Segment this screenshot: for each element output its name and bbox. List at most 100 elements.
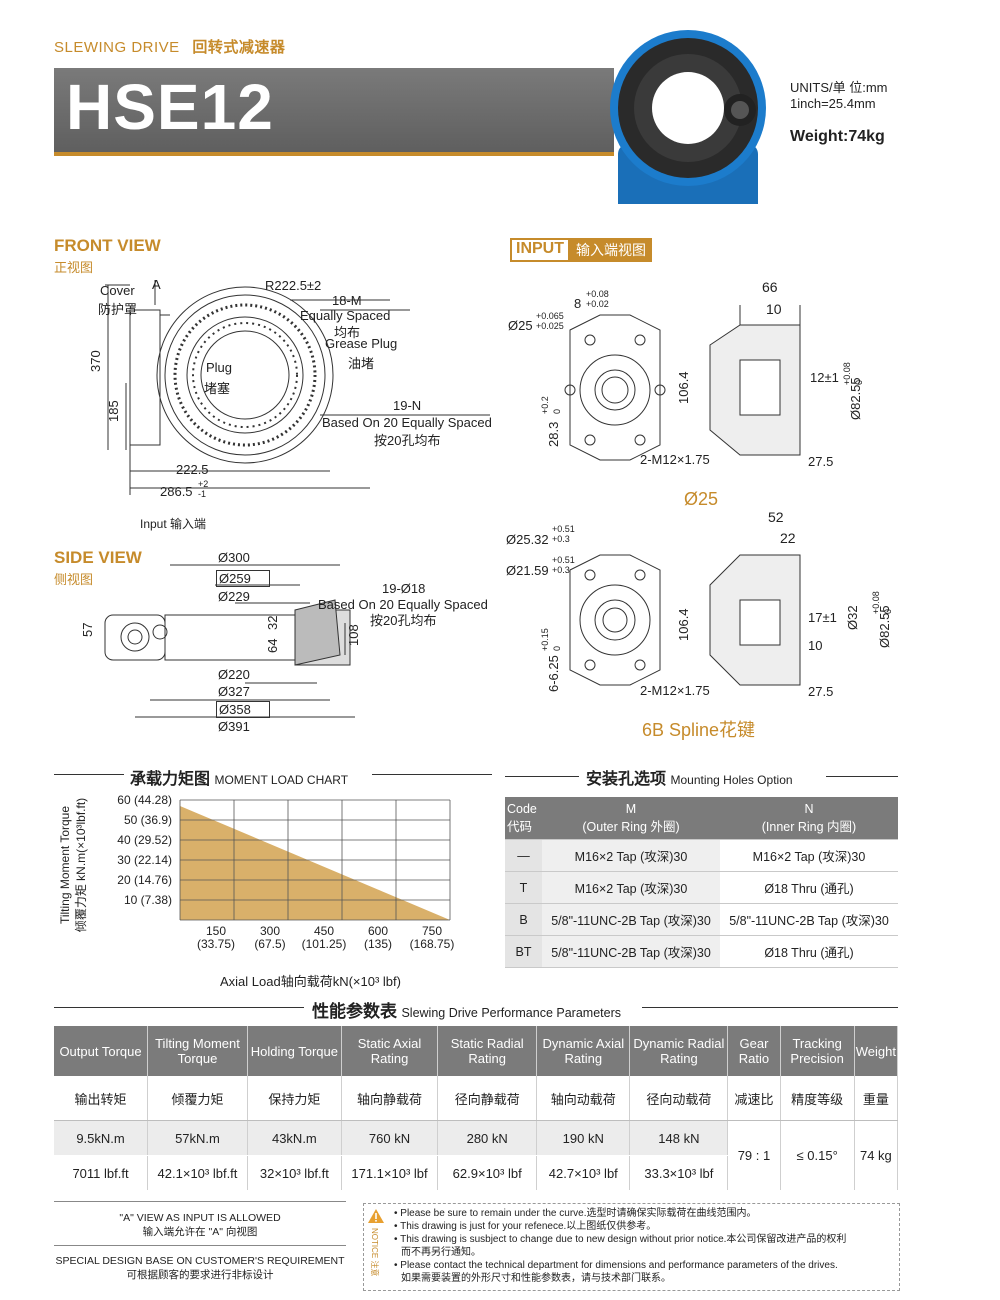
holes-n: Ø18 Thru (通孔) (720, 935, 898, 968)
holes-m: 5/8"-11UNC-2B Tap (攻深)30 (542, 935, 720, 968)
in-lower-dim-d25-32: Ø25.32 (506, 532, 549, 547)
chart-xlabel: Axial Load轴向载荷kN(×10³ lbf) (220, 974, 401, 989)
dim-185: 185 (106, 400, 121, 422)
dim-d327: Ø327 (218, 684, 250, 699)
in-lower-dim-17: 17±1 (808, 610, 837, 625)
perf-col-header: Static Radial Rating (437, 1026, 538, 1076)
footer-special: SPECIAL DESIGN BASE ON CUSTOMER'S REQUIR… (54, 1255, 346, 1282)
perf-col-header-zh: 保持力矩 (247, 1076, 342, 1121)
holes-rule-left (505, 776, 579, 777)
in-lower-dim-d82-55-tol-m: 0 (883, 608, 893, 614)
in-lower-caption: 6B Spline花键 (642, 720, 756, 740)
perf-col-header-zh: 倾覆力矩 (147, 1076, 248, 1121)
perf-rule-right (642, 1007, 898, 1008)
perf-value: 43kN.m (247, 1120, 342, 1156)
table-row: B 5/8"-11UNC-2B Tap (攻深)30 5/8"-11UNC-2B… (505, 903, 898, 936)
perf-value: 33.3×10³ lbf (629, 1155, 729, 1191)
special-en: SPECIAL DESIGN BASE ON CUSTOMER'S REQUIR… (55, 1255, 345, 1267)
header-zh: 回转式减速器 (192, 39, 286, 56)
perf-title-zh: 性能参数表 (312, 1002, 397, 1021)
perf-value: 171.1×10³ lbf (341, 1155, 439, 1191)
grease-plug-label: Grease Plug (325, 336, 398, 351)
perf-value: 62.9×10³ lbf (437, 1155, 538, 1191)
table-row: BT 5/8"-11UNC-2B Tap (攻深)30 Ø18 Thru (通孔… (505, 935, 898, 968)
notice-text: Please contact the technical department … (400, 1260, 838, 1271)
x-tick-label: 450 (314, 924, 334, 938)
notice-item: • Please contact the technical departmen… (394, 1260, 838, 1271)
chart-title-zh: 承载力矩图 (130, 771, 211, 788)
perf-title-en: Slewing Drive Performance Parameters (401, 1006, 621, 1020)
equally-spaced-label: Equally Spaced (300, 308, 391, 323)
weight-label: Weight:74kg (790, 128, 885, 145)
chart-rule-left (54, 774, 124, 775)
dim-32: 32 (265, 615, 280, 630)
cover-label-zh: 防护罩 (98, 302, 138, 317)
y-tick-label: 20 (14.76) (117, 873, 172, 887)
dim-222-5: 222.5 (176, 462, 209, 477)
perf-col-header: Tracking Precision (780, 1026, 855, 1076)
x-tick-label: 750 (422, 924, 442, 938)
holes-col-m-title: M (625, 801, 637, 816)
notice-item: 而不再另行通知。 (394, 1246, 894, 1259)
holes-col-code-zh: 代码 (507, 819, 533, 834)
side-view-subtitle: 侧视图 (54, 572, 94, 587)
perf-value: 7011 lbf.ft (54, 1155, 149, 1191)
y-tick-label: 10 (7.38) (124, 893, 172, 907)
in-lower-dim-d25-32-tol-p: +0.51 (552, 524, 575, 534)
holes-table: Code 代码 M (Outer Ring 外圈) N (Inner Ring … (505, 797, 898, 968)
units: UNITS/单 位:mm (790, 80, 888, 95)
notice-text: 而不再另行通知。 (401, 1247, 481, 1258)
in-lower-dim-d32: Ø32 (845, 605, 860, 630)
perf-col-header: Dynamic Radial Rating (629, 1026, 729, 1076)
x-tick-label: (33.75) (197, 937, 235, 951)
in-dim-d82-55-tol-p: +0.08 (842, 362, 852, 385)
in-lower-dim-27-5: 27.5 (808, 684, 834, 699)
perf-col-header: Output Torque (54, 1026, 149, 1076)
chart-ylabel-zh: 倾覆力矩 kN.m(×10³lbf.ft) (74, 797, 88, 933)
dim-64: 64 (265, 638, 280, 653)
table-row: — M16×2 Tap (攻深)30 M16×2 Tap (攻深)30 (505, 839, 898, 872)
view-a-label: A (152, 277, 161, 292)
chart-title-en: MOMENT LOAD CHART (214, 773, 349, 787)
dim-d220: Ø220 (218, 667, 250, 682)
moment-load-chart: 60 (44.28)50 (36.9)40 (29.52)30 (22.14)2… (117, 793, 454, 951)
a-view-zh: 输入端允许在 "A" 向视图 (142, 1226, 258, 1238)
dim-108: 108 (346, 624, 361, 646)
input-lower-drawing (569, 554, 801, 686)
title-bar (54, 68, 614, 156)
holes-col-code-en: Code (507, 801, 537, 816)
in-lower-dim-106-4: 106.4 (676, 608, 691, 641)
footer-a-view: "A" VIEW AS INPUT IS ALLOWED 输入端允许在 "A" … (54, 1212, 346, 1239)
perf-value: 190 kN (536, 1120, 631, 1156)
front-view-title: FRONT VIEW (54, 236, 161, 255)
radius-label: R222.5±2 (265, 278, 322, 293)
holes-col-n-sub: (Inner Ring 内圈) (761, 819, 857, 834)
load-curve-area (180, 806, 450, 920)
x-tick-label: 150 (206, 924, 226, 938)
y-tick-label: 30 (22.14) (117, 853, 172, 867)
table-row: T M16×2 Tap (攻深)30 Ø18 Thru (通孔) (505, 871, 898, 904)
in-dim-106-4: 106.4 (676, 371, 691, 404)
dim-57: 57 (80, 622, 95, 637)
dim-d358: Ø358 (216, 701, 270, 718)
grease-plug-zh: 油堵 (348, 356, 375, 371)
perf-col-header: Tilting Moment Torque (147, 1026, 248, 1076)
perf-col-header-zh: 减速比 (727, 1076, 781, 1121)
in-lower-dim-52: 52 (768, 509, 784, 525)
notice-list: • Please be sure to remain under the cur… (394, 1207, 894, 1285)
holes-header: 安装孔选项 Mounting Holes Option (586, 765, 793, 789)
input-badge: INPUT (510, 238, 570, 262)
notice-item: • This drawing is just for your refenece… (394, 1221, 657, 1232)
in-dim-66: 66 (762, 279, 778, 295)
side-based-on-20: Based On 20 Equally Spaced (318, 597, 488, 612)
in-dim-28-3: 28.3 (546, 421, 561, 447)
perf-value: 148 kN (629, 1120, 729, 1156)
perf-header: 性能参数表 Slewing Drive Performance Paramete… (312, 997, 621, 1022)
perf-col-header-zh: 精度等级 (780, 1076, 855, 1121)
x-tick-label: (101.25) (302, 937, 347, 951)
in-lower-dim-6-25-tol-p: +0.15 (540, 628, 550, 651)
in-dim-8: 8 (574, 296, 582, 311)
notice-item: 如果需要装置的外形尺寸和性能参数表，请与技术部门联系。 (394, 1272, 894, 1285)
chart-ylabel-en: Tilting Moment Torque (58, 805, 72, 925)
perf-value: 42.1×10³ lbf.ft (147, 1155, 248, 1191)
